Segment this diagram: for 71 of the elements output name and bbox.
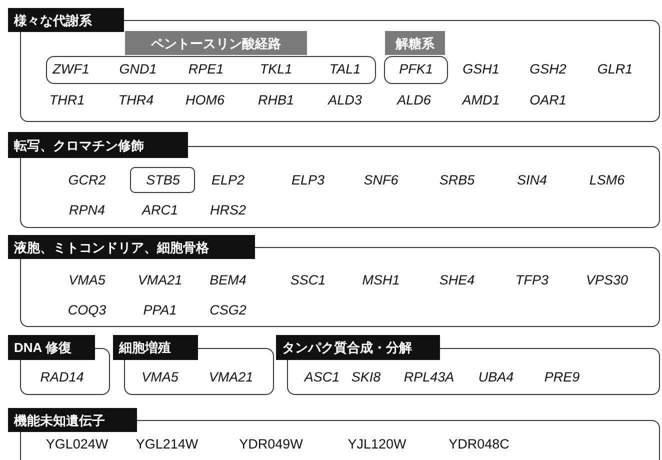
gene-name: UBA4 — [478, 370, 514, 386]
gene-name: TFP3 — [516, 274, 548, 288]
gene-name: COQ3 — [68, 304, 106, 318]
gene-name: BEM4 — [210, 274, 246, 288]
gene-name: MSH1 — [362, 274, 400, 288]
gene-name: SHE4 — [439, 274, 475, 288]
gene-name: RPN4 — [69, 204, 105, 218]
gene-name: RPE1 — [188, 62, 224, 78]
gene-box — [130, 167, 195, 193]
gene-name: ZWF1 — [52, 62, 90, 78]
gene-name: TAL1 — [329, 62, 361, 78]
gene-name: PPA1 — [143, 304, 177, 318]
category-panel — [8, 132, 660, 228]
gene-name: GCR2 — [68, 174, 106, 188]
gene-name: YGL024W — [46, 438, 108, 452]
gene-name: ALD3 — [328, 94, 362, 108]
gene-name: GLR1 — [597, 62, 633, 78]
gene-name: YJL120W — [348, 438, 406, 452]
gene-name: AMD1 — [462, 94, 500, 108]
subgroup-panel — [46, 31, 376, 84]
category-panel — [8, 8, 660, 122]
gene-name: VMA21 — [138, 274, 182, 288]
gene-name: THR4 — [118, 94, 154, 108]
category-panel — [276, 335, 660, 395]
gene-name: TKL1 — [260, 62, 292, 78]
gene-name: YDR049W — [239, 438, 303, 452]
gene-name: RAD14 — [40, 370, 84, 386]
category-heading: DNA 修復 — [8, 335, 95, 360]
category-heading: 液胞、ミトコンドリア、細胞骨格 — [8, 235, 255, 259]
gene-name: ALD6 — [397, 94, 431, 108]
gene-name: VPS30 — [586, 274, 628, 288]
category-heading: 解糖系 — [385, 31, 445, 55]
subgroup-panel — [384, 31, 448, 84]
gene-name: STB5 — [146, 174, 180, 188]
gene-name: GSH2 — [530, 62, 566, 78]
gene-name: CSG2 — [210, 304, 246, 318]
gene-name: OAR1 — [530, 94, 566, 108]
gene-name: GSH1 — [462, 62, 500, 78]
gene-name: SSC1 — [290, 274, 326, 288]
gene-name: ELP3 — [291, 174, 325, 188]
gene-name: ARC1 — [142, 204, 178, 218]
category-heading: タンパク質合成・分解 — [276, 335, 440, 360]
category-heading: 様々な代謝系 — [8, 8, 124, 32]
gene-name: RPL43A — [404, 370, 454, 386]
gene-name: SRB5 — [439, 174, 475, 188]
gene-name: VMA21 — [208, 370, 254, 386]
gene-name: SIN4 — [517, 174, 547, 188]
gene-name: SKI8 — [351, 370, 381, 386]
category-heading: 転写、クロマチン修飾 — [8, 132, 188, 158]
gene-name: YGL214W — [136, 438, 198, 452]
gene-name: LSM6 — [589, 174, 625, 188]
gene-name: HRS2 — [210, 204, 246, 218]
category-heading: 機能未知遺伝子 — [8, 408, 137, 432]
gene-name: YDR048C — [448, 438, 510, 452]
category-panel — [8, 335, 110, 395]
category-heading: ペントースリン酸経路 — [125, 31, 307, 55]
gene-name: ELP2 — [211, 174, 245, 188]
gene-name: VMA5 — [142, 370, 178, 386]
gene-name: THR1 — [49, 94, 85, 108]
category-heading: 細胞増殖 — [113, 335, 198, 360]
gene-name: ASC1 — [304, 370, 340, 386]
gene-name: SNF6 — [364, 174, 398, 188]
gene-name: PFK1 — [399, 62, 433, 78]
gene-name: HOM6 — [186, 94, 224, 108]
gene-name: GND1 — [119, 62, 157, 78]
gene-name: PRE9 — [544, 370, 580, 386]
category-panel — [113, 335, 274, 395]
gene-name: VMA5 — [68, 274, 106, 288]
category-panel — [8, 235, 660, 327]
gene-name: RHB1 — [258, 94, 294, 108]
category-panel — [8, 408, 660, 460]
